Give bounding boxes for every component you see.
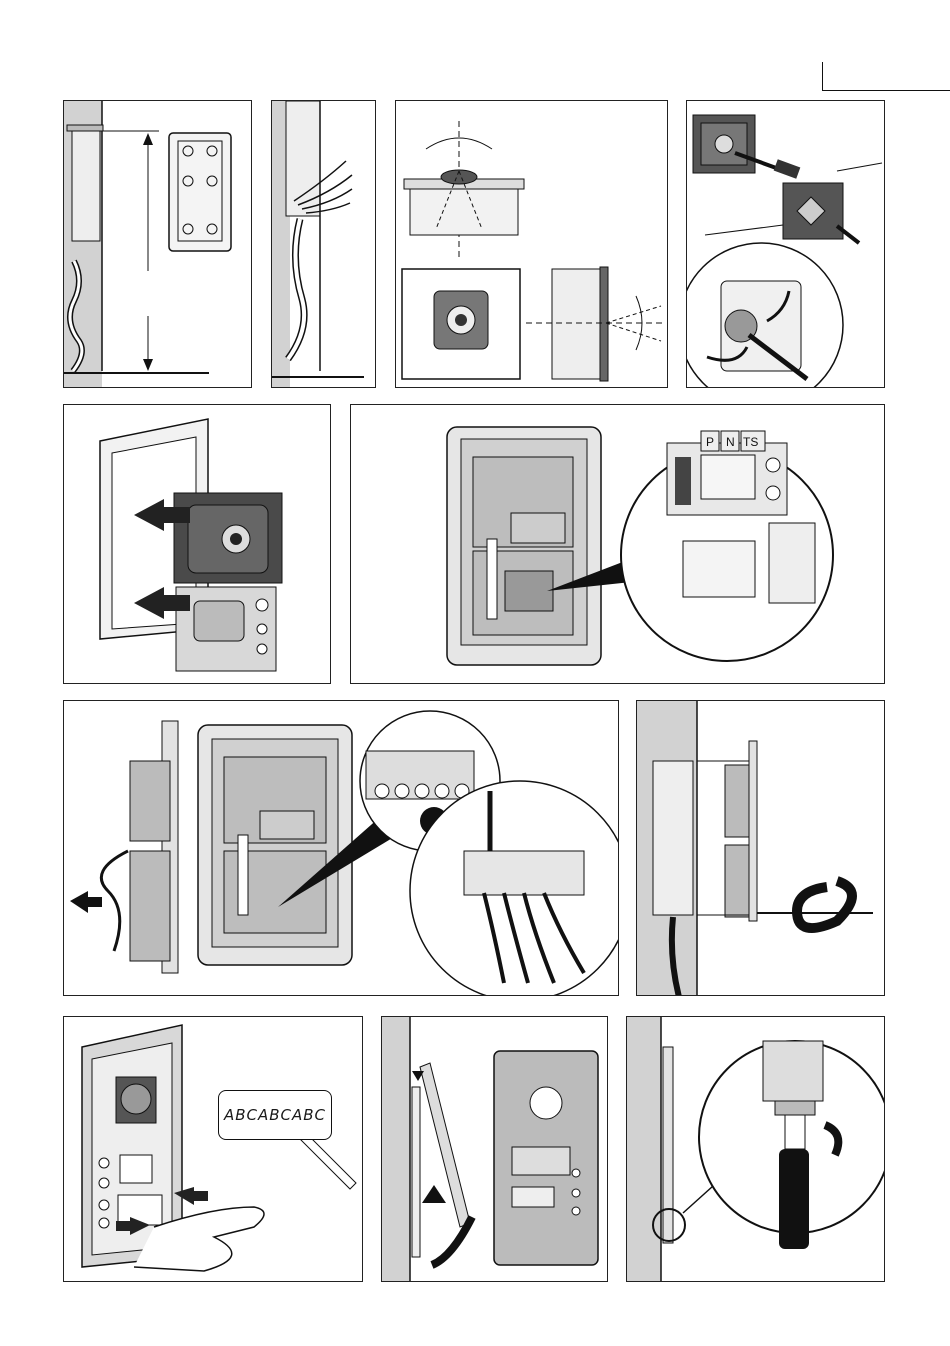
step-fix-to-box <box>636 700 885 996</box>
step-terminal-view: P N TS <box>350 404 885 684</box>
name-label-card: ABCABCABC <box>218 1090 332 1140</box>
remove-cover-illustration <box>382 1017 608 1282</box>
name-label-illustration <box>64 1017 363 1282</box>
terminal-view-illustration: P N TS <box>351 405 885 684</box>
step-insert-modules <box>63 404 331 684</box>
fix-to-box-illustration <box>637 701 885 996</box>
wallbox-height-illustration <box>64 101 252 388</box>
terminal-p-label: P <box>706 435 714 449</box>
cable-entry-illustration <box>272 101 376 388</box>
step-name-label <box>63 1016 363 1282</box>
terminal-ts-label: TS <box>743 435 758 449</box>
screwdriver-icon <box>785 1115 805 1149</box>
rotate-arrow-icon <box>797 881 852 928</box>
step-cable-entry <box>271 100 376 388</box>
lock-screw-illustration <box>627 1017 885 1282</box>
page-header-rule <box>822 62 950 91</box>
step-wallbox-height <box>63 100 252 388</box>
step-camera-angle <box>395 100 668 388</box>
step-remove-cover <box>381 1016 608 1282</box>
wiring-illustration <box>64 701 619 996</box>
insert-modules-illustration <box>64 405 331 684</box>
terminal-n-label: N <box>726 435 735 449</box>
step-camera-screw <box>686 100 885 388</box>
step-lock-screw <box>626 1016 885 1282</box>
step-wiring <box>63 700 619 996</box>
camera-screw-illustration <box>687 101 885 388</box>
camera-angle-illustration <box>396 101 668 388</box>
